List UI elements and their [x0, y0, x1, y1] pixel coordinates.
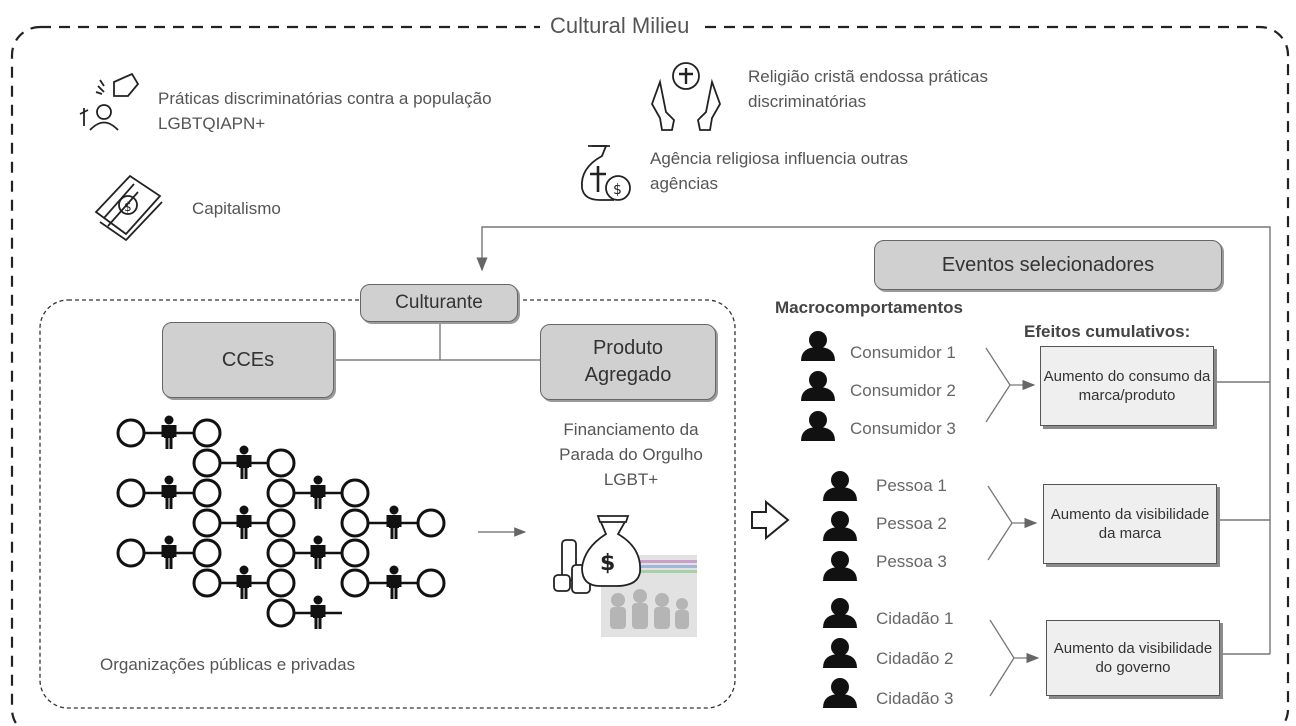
cultural-milieu-title: Cultural Milieu — [540, 13, 700, 39]
cumulative-effects-label: Efeitos cumulativos: — [1024, 322, 1191, 341]
hollow-arrow-icon — [751, 499, 790, 541]
capitalism-text: Capitalismo — [192, 199, 281, 218]
group2-effect-box: Aumento da visibilidade da marca — [1043, 484, 1217, 564]
consumer-people — [801, 331, 835, 441]
svg-text:$: $ — [600, 551, 615, 576]
product-description: Financiamento da Parada do Orgulho LGBT+ — [559, 420, 703, 489]
group-brackets — [985, 347, 1040, 697]
praying-hands-cross-icon — [651, 62, 721, 131]
group2-member-2: Pessoa 2 — [876, 514, 947, 533]
group3-member-1: Cidadão 1 — [876, 609, 954, 628]
money-bills-icon: $ — [94, 174, 163, 242]
agency-text: Agência religiosa influencia outras agên… — [650, 149, 908, 193]
money-bag-cross-icon: $ — [580, 145, 631, 201]
group3-member-3: Cidadão 3 — [876, 689, 954, 708]
group1-member-3: Consumidor 3 — [850, 419, 956, 438]
product-box: Produto Agregado — [540, 324, 716, 400]
funding-parade-icon: $ — [553, 515, 697, 637]
group1-effect-box: Aumento do consumo da marca/produto — [1040, 346, 1214, 426]
protest-fist-icon — [79, 72, 140, 131]
group2-member-1: Pessoa 1 — [876, 476, 947, 495]
organizations-label: Organizações públicas e privadas — [100, 655, 356, 674]
organization-network — [116, 418, 446, 628]
group3-effect-box: Aumento da visibilidade do governo — [1046, 620, 1220, 696]
discrimination-text: Práticas discriminatórias contra a popul… — [158, 89, 492, 133]
citizen-people — [823, 598, 857, 708]
macrobehaviors-label: Macrocomportamentos — [775, 298, 963, 317]
pessoa-people — [823, 471, 857, 581]
feedback-loop-line — [476, 226, 1271, 654]
group2-member-3: Pessoa 3 — [876, 552, 947, 571]
religion-text: Religião cristã endossa práticas discrim… — [748, 67, 989, 111]
cces-box: CCEs — [162, 322, 334, 398]
svg-text:$: $ — [613, 182, 622, 198]
group1-member-2: Consumidor 2 — [850, 381, 956, 400]
svg-text:$: $ — [124, 200, 132, 214]
culturant-box: Culturante — [360, 284, 518, 322]
group3-member-2: Cidadão 2 — [876, 649, 954, 668]
selecting-events-box: Eventos selecionadores — [874, 240, 1222, 290]
group1-member-1: Consumidor 1 — [850, 343, 956, 362]
